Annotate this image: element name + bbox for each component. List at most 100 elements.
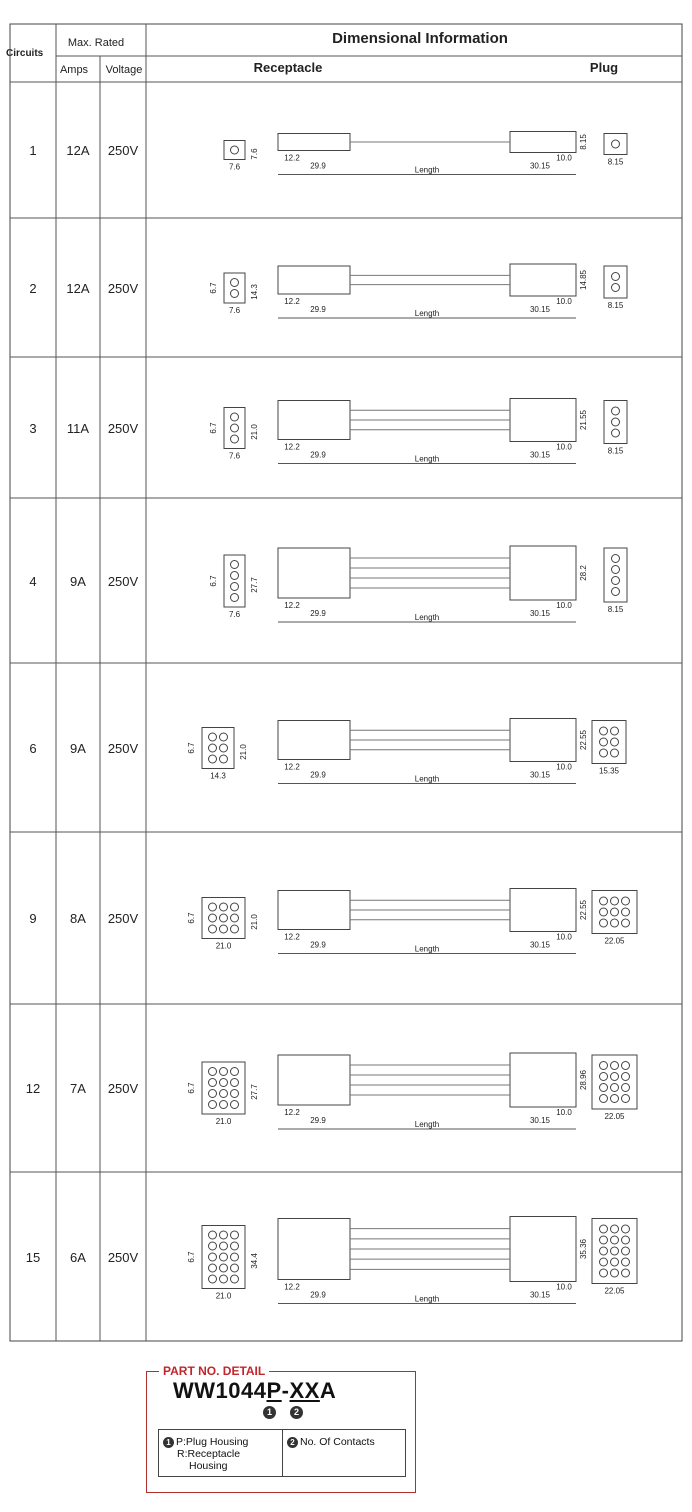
dim-29-9: 29.9 — [310, 609, 326, 618]
receptacle-pin — [230, 560, 239, 569]
row-voltage: 250V — [108, 1250, 139, 1265]
plug-side-view — [509, 888, 577, 932]
plug-pin — [599, 1072, 608, 1081]
plug-pin — [599, 896, 608, 906]
dim-12-2: 12.2 — [284, 297, 300, 306]
receptacle-pin — [219, 924, 228, 934]
plug-pin — [610, 1061, 619, 1070]
dim-29-9: 29.9 — [310, 451, 326, 460]
receptacle-pin — [230, 1100, 239, 1109]
receptacle-pin — [208, 1241, 217, 1251]
key-1-badge: 1 — [163, 1437, 174, 1448]
plug-pin — [621, 1094, 630, 1103]
plug-pin — [599, 1235, 608, 1245]
dim-30-15: 30.15 — [530, 305, 551, 314]
plug-pin — [621, 1257, 630, 1267]
part-prefix: WW1044 — [173, 1378, 267, 1403]
receptacle-pin — [219, 1241, 228, 1251]
receptacle-side-view — [277, 720, 351, 760]
plug-pin — [621, 1061, 630, 1070]
plug-height-dim: 22.55 — [579, 729, 588, 750]
plug-pin — [610, 1224, 619, 1234]
dim-29-9: 29.9 — [310, 771, 326, 780]
receptacle-pin — [219, 1252, 228, 1262]
dim-12-2: 12.2 — [284, 933, 300, 942]
plug-pin — [610, 726, 619, 736]
receptacle-width-dim: 21.0 — [216, 1117, 232, 1126]
receptacle-side-view — [277, 547, 351, 599]
plug-pin — [611, 272, 620, 281]
table-border — [9, 23, 683, 1342]
receptacle-pin — [230, 1252, 239, 1262]
dim-length: Length — [415, 309, 439, 318]
receptacle-pin — [208, 1078, 217, 1087]
receptacle-pin — [230, 1241, 239, 1251]
dim-12-2: 12.2 — [284, 763, 300, 772]
receptacle-pin — [230, 412, 239, 422]
receptacle-height-dim: 21.0 — [250, 424, 259, 440]
receptacle-pitch-dim: 6.7 — [209, 282, 218, 294]
key-no-of-contacts: No. Of Contacts — [300, 1436, 375, 1448]
receptacle-front-view — [201, 727, 235, 769]
dim-length: Length — [415, 945, 439, 954]
receptacle-pin — [219, 1067, 228, 1076]
plug-side-view — [509, 1216, 577, 1282]
receptacle-pin — [208, 743, 217, 753]
plug-height-dim: 14.85 — [579, 269, 588, 290]
plug-pin — [611, 417, 620, 427]
plug-pin — [599, 1257, 608, 1267]
receptacle-pin — [219, 1274, 228, 1284]
plug-pin — [599, 737, 608, 747]
dim-10-0: 10.0 — [556, 443, 572, 452]
receptacle-pin — [230, 913, 239, 923]
dim-length: Length — [415, 613, 439, 622]
row-circuits: 15 — [26, 1250, 40, 1265]
plug-pin — [611, 576, 620, 585]
dim-12-2: 12.2 — [284, 1283, 300, 1292]
receptacle-pin — [208, 754, 217, 764]
row-amps: 12A — [66, 143, 89, 158]
dim-30-15: 30.15 — [530, 162, 551, 171]
row-circuits: 2 — [29, 281, 36, 296]
plug-height-dim: 21.55 — [579, 409, 588, 430]
part-dash: - — [281, 1378, 290, 1403]
key-2-badge: 2 — [287, 1437, 298, 1448]
plug-width-dim: 22.05 — [604, 1287, 625, 1296]
plug-pin — [599, 1246, 608, 1256]
dim-29-9: 29.9 — [310, 941, 326, 950]
row-voltage: 250V — [108, 421, 139, 436]
row-amps: 9A — [70, 741, 86, 756]
receptacle-height-dim: 14.3 — [250, 284, 259, 300]
receptacle-pin — [219, 1263, 228, 1273]
dim-length: Length — [415, 455, 439, 464]
receptacle-pin — [219, 1089, 228, 1098]
header-plug: Plug — [590, 60, 618, 75]
dim-10-0: 10.0 — [556, 763, 572, 772]
dim-10-0: 10.0 — [556, 154, 572, 163]
header-receptacle: Receptacle — [254, 60, 323, 75]
receptacle-front-view — [223, 140, 246, 160]
plug-pin — [599, 1061, 608, 1070]
plug-pin — [611, 406, 620, 416]
marker-1-badge: 1 — [263, 1406, 276, 1419]
receptacle-pin — [230, 924, 239, 934]
plug-front-view — [591, 720, 627, 764]
row-voltage: 250V — [108, 281, 139, 296]
plug-width-dim: 8.15 — [608, 447, 624, 456]
row-voltage: 250V — [108, 574, 139, 589]
receptacle-pin — [230, 1274, 239, 1284]
key-housing: Housing — [189, 1460, 228, 1472]
dim-10-0: 10.0 — [556, 1283, 572, 1292]
receptacle-pin — [230, 902, 239, 912]
receptacle-pin — [208, 732, 217, 742]
header-amps: Amps — [60, 64, 89, 76]
plug-width-dim: 22.05 — [604, 937, 625, 946]
receptacle-height-dim: 27.7 — [250, 1084, 259, 1100]
dim-12-2: 12.2 — [284, 1108, 300, 1117]
dim-29-9: 29.9 — [310, 305, 326, 314]
plug-pin — [610, 1268, 619, 1278]
receptacle-width-dim: 21.0 — [216, 1292, 232, 1301]
plug-pin — [610, 1235, 619, 1245]
dim-30-15: 30.15 — [530, 1291, 551, 1300]
